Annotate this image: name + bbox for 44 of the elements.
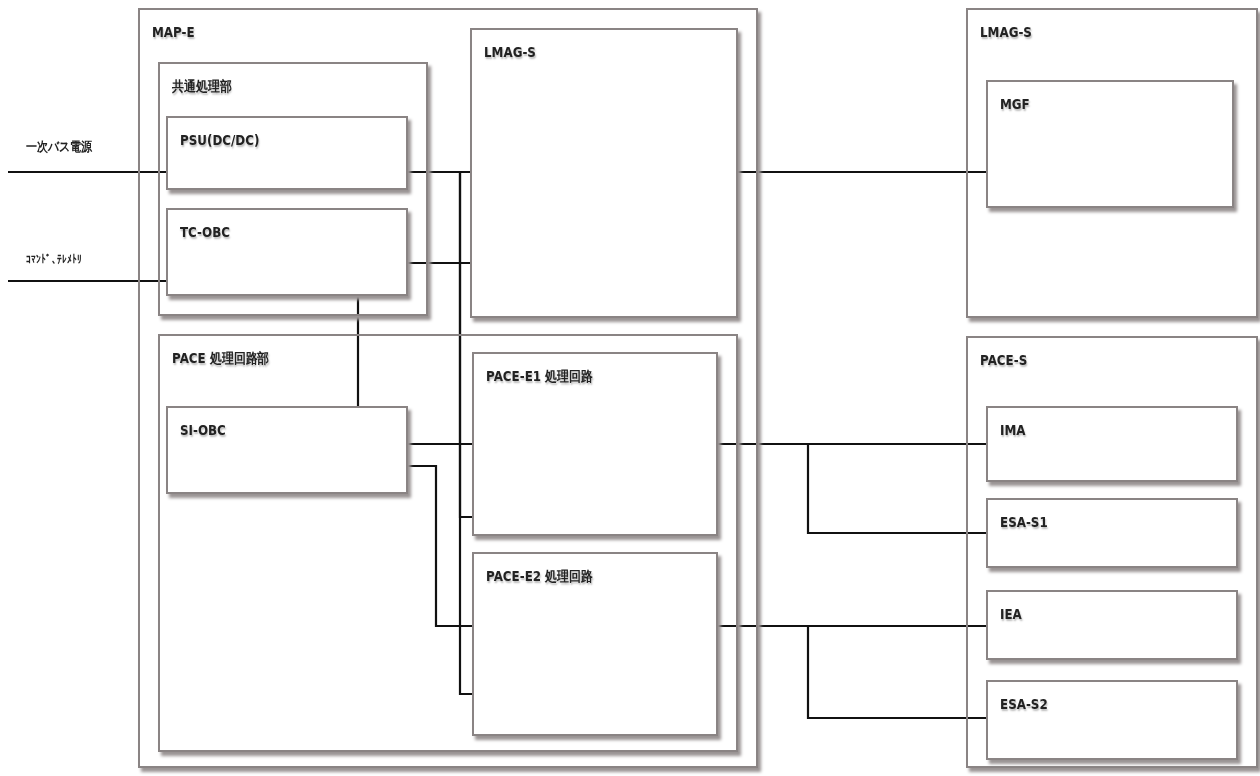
line-label: ｺﾏﾝﾄﾞ､ﾃﾚﾒﾄﾘ: [26, 253, 83, 266]
connector-line: [408, 442, 472, 446]
box-title: MGF: [1000, 96, 1030, 112]
connector-line: [408, 261, 470, 265]
connector-line: [8, 170, 166, 174]
module-box: [986, 680, 1238, 760]
box-title: TC-OBC: [180, 224, 230, 240]
unit-box: [138, 8, 758, 768]
connector-line: [738, 170, 986, 174]
connector-line: [718, 624, 986, 720]
module-box: [986, 80, 1234, 208]
module-box: [986, 406, 1238, 482]
module-box: [166, 208, 408, 296]
box-title: PACE 処理回路部: [172, 350, 270, 368]
box-title: IMA: [1000, 422, 1026, 438]
module-box: [472, 552, 718, 736]
box-title: LMAG-S: [980, 24, 1032, 40]
module-box: [166, 406, 408, 494]
box-title: 共通処理部: [172, 78, 232, 96]
connector-line: [718, 442, 986, 535]
module-box: [986, 590, 1238, 660]
box-title: ESA-S2: [1000, 696, 1048, 712]
box-title: IEA: [1000, 606, 1022, 622]
box-title: LMAG-S: [484, 44, 536, 60]
section-box: [158, 334, 738, 752]
connector-line: [356, 296, 360, 406]
section-box: [158, 62, 428, 316]
module-box: [166, 116, 408, 190]
module-box: [986, 498, 1238, 568]
connector-line: [408, 464, 472, 628]
module-box: [470, 28, 738, 318]
module-box: [472, 352, 718, 536]
box-title: SI-OBC: [180, 422, 226, 438]
box-title: PACE-E1 処理回路: [486, 368, 593, 386]
unit-box: [966, 336, 1258, 768]
connector-line: [408, 170, 472, 696]
box-title: ESA-S1: [1000, 514, 1048, 530]
connector-line: [8, 279, 166, 283]
box-title: PACE-E2 処理回路: [486, 568, 593, 586]
line-label: 一次バス電源: [26, 138, 93, 156]
box-title: MAP-E: [152, 24, 195, 40]
unit-box: [966, 8, 1258, 318]
box-title: PACE-S: [980, 352, 1028, 368]
box-title: PSU(DC/DC): [180, 132, 260, 148]
